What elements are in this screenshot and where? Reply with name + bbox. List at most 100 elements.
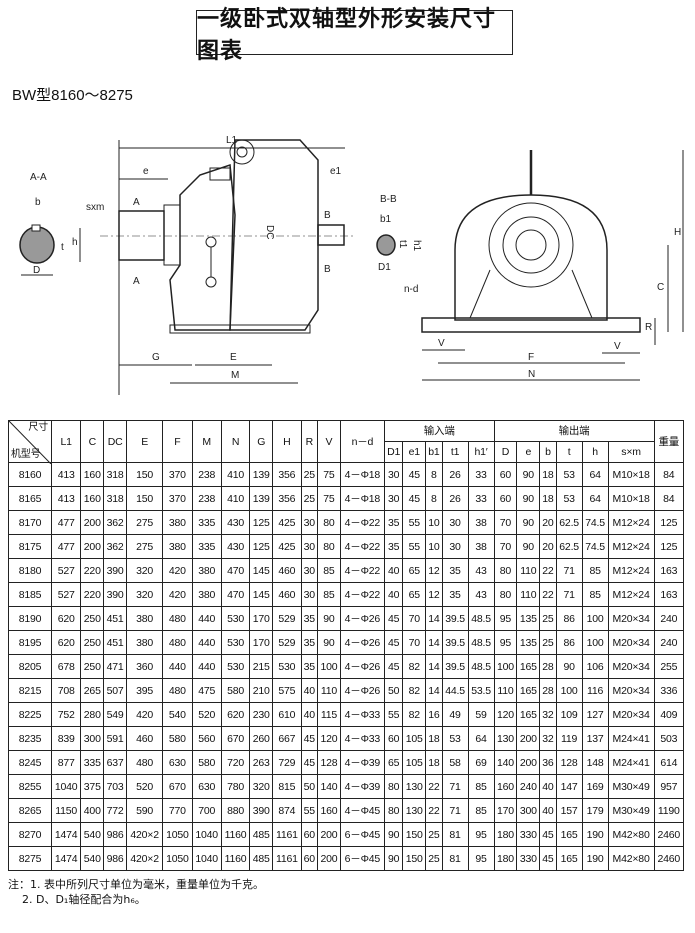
table-cell: 71 bbox=[555, 558, 583, 583]
table-cell: 30 bbox=[300, 534, 318, 559]
table-cell: 35 bbox=[300, 654, 318, 679]
table-cell: 38 bbox=[467, 534, 495, 559]
table-cell: 55 bbox=[402, 534, 427, 559]
table-cell: 64 bbox=[581, 462, 609, 487]
table-cell: 81 bbox=[441, 822, 469, 847]
table-cell: 85 bbox=[581, 558, 609, 583]
table-cell: 772 bbox=[103, 798, 128, 823]
svg-text:V: V bbox=[614, 341, 621, 352]
column-header: G bbox=[249, 420, 274, 463]
table-cell: 45 bbox=[539, 846, 557, 871]
table-cell: 165 bbox=[516, 702, 541, 727]
table-cell: 139 bbox=[249, 462, 274, 487]
table-cell: M12×24 bbox=[607, 510, 655, 535]
table-cell: 71 bbox=[441, 798, 469, 823]
table-cell: 95 bbox=[467, 846, 495, 871]
table-cell: M20×34 bbox=[607, 630, 655, 655]
table-cell: 630 bbox=[191, 774, 222, 799]
table-cell: 160 bbox=[80, 462, 105, 487]
table-cell: 60 bbox=[300, 846, 318, 871]
table-cell: 362 bbox=[103, 510, 128, 535]
table-cell: 549 bbox=[103, 702, 128, 727]
table-cell: 1050 bbox=[162, 846, 193, 871]
table-cell: 35 bbox=[300, 606, 318, 631]
table-cell: 110 bbox=[316, 678, 341, 703]
table-cell: 540 bbox=[80, 846, 105, 871]
table-cell: 320 bbox=[249, 774, 274, 799]
model-cell: 8265 bbox=[8, 798, 52, 823]
model-cell: 8255 bbox=[8, 774, 52, 799]
table-cell: 280 bbox=[80, 702, 105, 727]
table-cell: 610 bbox=[272, 702, 302, 727]
table-cell: 135 bbox=[516, 606, 541, 631]
table-cell: 180 bbox=[493, 822, 518, 847]
table-cell: 460 bbox=[272, 582, 302, 607]
table-cell: 380 bbox=[162, 534, 193, 559]
table-cell: 6－Φ45 bbox=[339, 822, 385, 847]
svg-text:B-B: B-B bbox=[380, 194, 397, 205]
table-cell: 530 bbox=[272, 654, 302, 679]
table-cell: 220 bbox=[80, 558, 105, 583]
table-cell: 527 bbox=[50, 582, 82, 607]
table-cell: 475 bbox=[191, 678, 222, 703]
table-cell: 48.5 bbox=[467, 654, 495, 679]
model-cell: 8275 bbox=[8, 846, 52, 871]
table-cell: 35 bbox=[383, 510, 404, 535]
table-cell: 12 bbox=[425, 558, 443, 583]
table-cell: 395 bbox=[126, 678, 164, 703]
table-cell: 529 bbox=[272, 606, 302, 631]
table-cell: M10×18 bbox=[607, 486, 655, 511]
model-cell: 8175 bbox=[8, 534, 52, 559]
table-cell: 50 bbox=[300, 774, 318, 799]
table-cell: 18 bbox=[425, 750, 443, 775]
section-aa-drawing: A-A b D t h sxm bbox=[19, 172, 104, 276]
table-cell: 430 bbox=[220, 534, 251, 559]
svg-text:M: M bbox=[231, 370, 239, 381]
column-header: V bbox=[316, 420, 341, 463]
table-cell: 90 bbox=[555, 654, 583, 679]
table-cell: 14 bbox=[425, 606, 443, 631]
table-cell: 14 bbox=[425, 630, 443, 655]
table-cell: 667 bbox=[272, 726, 302, 751]
table-cell: 10 bbox=[425, 534, 443, 559]
svg-text:b1: b1 bbox=[380, 214, 392, 225]
output-column-header: e bbox=[516, 441, 541, 463]
table-cell: 140 bbox=[493, 750, 518, 775]
table-cell: 62.5 bbox=[555, 534, 583, 559]
table-cell: 40 bbox=[539, 798, 557, 823]
table-cell: 420×2 bbox=[126, 846, 164, 871]
table-cell: 1161 bbox=[272, 846, 302, 871]
svg-text:V: V bbox=[438, 338, 445, 349]
table-cell: 90 bbox=[516, 510, 541, 535]
model-cell: 8215 bbox=[8, 678, 52, 703]
table-cell: 39.5 bbox=[441, 606, 469, 631]
table-cell: 670 bbox=[162, 774, 193, 799]
output-column-header: b bbox=[539, 441, 557, 463]
table-cell: 380 bbox=[162, 510, 193, 535]
table-cell: 614 bbox=[653, 750, 685, 775]
table-cell: 100 bbox=[316, 654, 341, 679]
column-header: M bbox=[191, 420, 222, 463]
table-cell: 139 bbox=[249, 486, 274, 511]
input-column-header: D1 bbox=[383, 441, 404, 463]
table-cell: 30 bbox=[441, 510, 469, 535]
table-cell: 230 bbox=[249, 702, 274, 727]
table-cell: 520 bbox=[126, 774, 164, 799]
model-cell: 8245 bbox=[8, 750, 52, 775]
table-cell: 880 bbox=[220, 798, 251, 823]
table-cell: 36 bbox=[539, 750, 557, 775]
dimension-drawing: A-A b D t h sxm L1 e e1 A A B B DC bbox=[19, 135, 684, 395]
table-cell: 130 bbox=[402, 774, 427, 799]
table-cell: 82 bbox=[402, 654, 427, 679]
table-cell: 25 bbox=[425, 822, 443, 847]
table-cell: 95 bbox=[493, 606, 518, 631]
svg-text:R: R bbox=[645, 322, 652, 333]
table-cell: 86 bbox=[555, 630, 583, 655]
table-cell: 40 bbox=[539, 774, 557, 799]
table-cell: 200 bbox=[516, 726, 541, 751]
table-cell: 335 bbox=[80, 750, 105, 775]
table-cell: 169 bbox=[581, 774, 609, 799]
